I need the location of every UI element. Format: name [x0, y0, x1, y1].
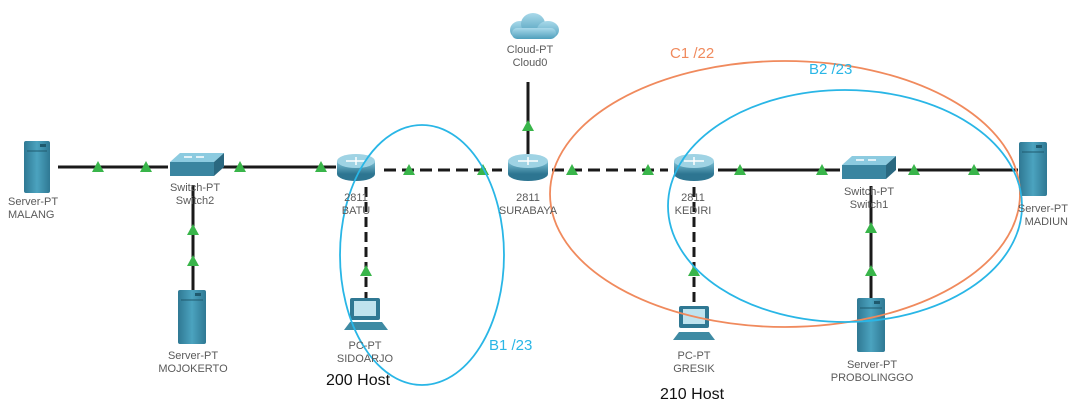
link-up-indicator [92, 161, 104, 172]
host-count-gresik: 210 Host [660, 386, 725, 403]
router-icon-surabaya[interactable] [508, 154, 548, 181]
subnet-ellipse-b2 [667, 89, 1023, 323]
link-up-indicator [315, 161, 327, 172]
device-type-label: Cloud-PT [506, 44, 554, 56]
device-name-label: BATU [341, 205, 371, 217]
link-up-indicator [865, 222, 877, 233]
link-status-indicators [92, 120, 980, 276]
subnet-ellipse-c1 [549, 60, 1021, 328]
link-up-indicator [688, 265, 700, 276]
host-count-sidoarjo: 200 Host [326, 372, 391, 389]
link-up-indicator [816, 164, 828, 175]
device-label-probolinggo: Server-PT PROBOLINGGO [820, 359, 924, 385]
link-up-indicator [968, 164, 980, 175]
device-type-label: Server-PT [846, 359, 898, 371]
device-type-label: 2811 [681, 192, 705, 204]
device-label-surabaya: 2811 SURABAYA [490, 192, 566, 218]
device-label-madiun: Server-PT MADIUN [1000, 203, 1068, 229]
link-up-indicator [522, 120, 534, 131]
device-label-cloud: Cloud-PT Cloud0 [500, 44, 560, 70]
link-up-indicator [360, 265, 372, 276]
device-label-batu: 2811 BATU [336, 192, 376, 218]
device-type-label: Server-PT [167, 350, 219, 362]
device-type-label: PC-PT [348, 340, 382, 352]
link-up-indicator [234, 161, 246, 172]
link-up-indicator [734, 164, 746, 175]
device-label-switch2: Switch-PT Switch2 [160, 182, 230, 208]
subnet-label-c1: C1 /22 [670, 45, 715, 62]
device-label-switch1: Switch-PT Switch1 [834, 186, 904, 212]
device-name-label: Cloud0 [512, 57, 548, 69]
server-icon-malang[interactable] [24, 141, 50, 193]
device-type-label: 2811 [516, 192, 540, 204]
switch-icon-switch2[interactable] [170, 153, 224, 176]
link-up-indicator [187, 255, 199, 266]
device-type-label: 2811 [344, 192, 368, 204]
server-icon-mojokerto[interactable] [178, 290, 206, 344]
link-up-indicator [642, 164, 654, 175]
device-name-label: GRESIK [673, 363, 715, 375]
subnet-overlays [339, 60, 1023, 386]
device-label-sidoarjo: PC-PT SIDOARJO [330, 340, 400, 366]
device-name-label: MALANG [8, 209, 55, 221]
server-icon-madiun[interactable] [1019, 142, 1047, 196]
router-icon-kediri[interactable] [674, 154, 714, 181]
router-icon-batu[interactable] [337, 154, 375, 181]
cloud-device-icon[interactable] [510, 13, 559, 39]
device-name-label: MADIUN [1024, 216, 1068, 228]
device-type-label: Switch-PT [843, 186, 895, 198]
device-label-mojokerto: Server-PT MOJOKERTO [148, 350, 238, 376]
device-label-gresik: PC-PT GRESIK [668, 350, 720, 376]
link-up-indicator [140, 161, 152, 172]
device-name-label: SURABAYA [498, 205, 558, 217]
device-name-label: KEDIRI [674, 205, 712, 217]
device-type-label: Server-PT [8, 196, 59, 208]
device-name-label: Switch2 [175, 195, 215, 207]
device-name-label: Switch1 [849, 199, 889, 211]
link-up-indicator [908, 164, 920, 175]
link-up-indicator [566, 164, 578, 175]
link-up-indicator [187, 224, 199, 235]
device-type-label: Server-PT [1017, 203, 1068, 215]
device-name-label: MOJOKERTO [158, 363, 228, 375]
device-name-label: SIDOARJO [336, 353, 394, 365]
switch-icon-switch1[interactable] [842, 156, 896, 179]
device-label-malang: Server-PT MALANG [8, 196, 78, 222]
link-up-indicator [403, 164, 415, 175]
server-icon-probolinggo[interactable] [857, 298, 885, 352]
pc-icon-gresik[interactable] [673, 306, 715, 340]
pc-icon-sidoarjo[interactable] [344, 298, 388, 330]
subnet-label-b2: B2 /23 [809, 61, 853, 78]
link-up-indicator [865, 265, 877, 276]
subnet-ellipse-b1 [339, 124, 505, 386]
device-name-label: PROBOLINGGO [830, 372, 914, 384]
subnet-label-b1: B1 /23 [489, 337, 533, 354]
device-type-label: Switch-PT [169, 182, 221, 194]
device-type-label: PC-PT [677, 350, 711, 362]
device-label-kediri: 2811 KEDIRI [668, 192, 718, 218]
